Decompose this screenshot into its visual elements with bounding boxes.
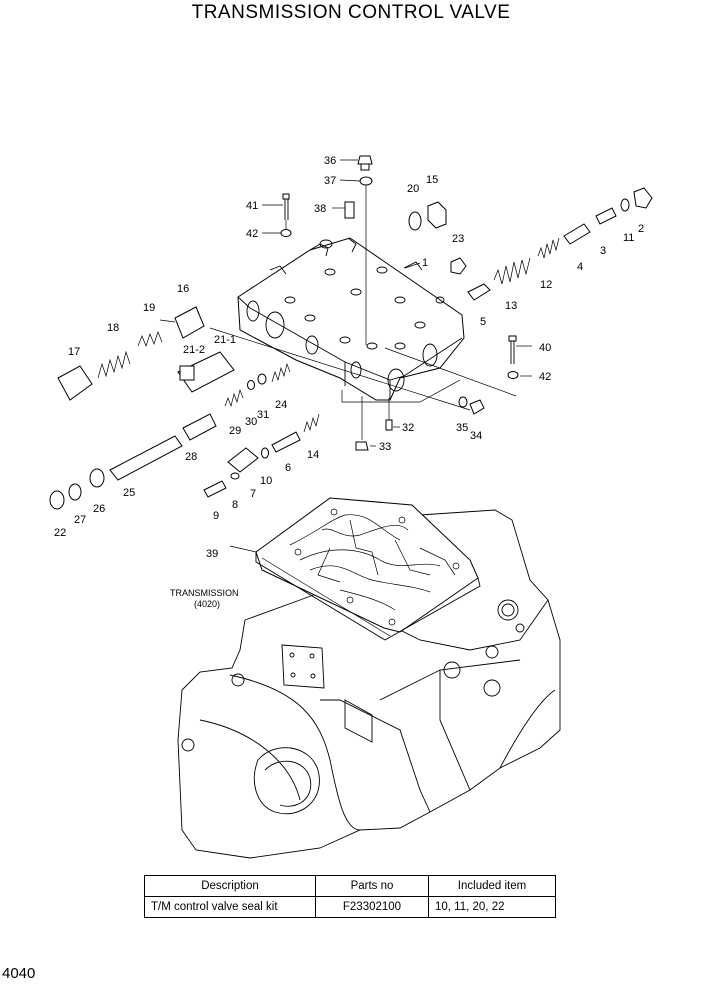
valve-parts (49, 155, 653, 510)
callout-39: 39 (206, 548, 218, 560)
callout-2: 2 (638, 223, 644, 235)
callout-18: 18 (107, 322, 119, 334)
callout-3: 3 (600, 245, 606, 257)
callout-11: 11 (623, 232, 634, 244)
callout-28: 28 (185, 451, 197, 463)
callout-25: 25 (123, 487, 135, 499)
callout-20: 20 (407, 183, 419, 195)
cell-parts-no: F23302100 (315, 896, 429, 918)
callout-31: 31 (257, 409, 269, 421)
callout-21-1: 21-1 (214, 334, 236, 346)
transmission-model: (4020) (194, 599, 220, 609)
separator-plate (255, 497, 481, 641)
page-number: 4040 (2, 965, 36, 982)
callout-6: 6 (285, 462, 291, 474)
table-header-row: Description Parts no Included item (144, 875, 556, 897)
cell-included-item: 10, 11, 20, 22 (428, 896, 556, 918)
transmission-label: TRANSMISSION (170, 588, 239, 598)
callout-33: 33 (379, 441, 391, 453)
callout-14: 14 (307, 449, 319, 461)
valve-body (237, 237, 465, 401)
callout-17: 17 (68, 346, 80, 358)
callout-4: 4 (577, 261, 583, 273)
callout-8: 8 (232, 499, 238, 511)
cell-description: T/M control valve seal kit (144, 896, 316, 918)
callout-29: 29 (229, 425, 241, 437)
col-description: Description (144, 875, 316, 897)
callout-7: 7 (250, 488, 256, 500)
callout-26: 26 (93, 503, 105, 515)
callout-21-2: 21-2 (183, 344, 205, 356)
callout-10: 10 (260, 475, 272, 487)
callout-12: 12 (540, 279, 552, 291)
callout-35: 35 (456, 422, 468, 434)
col-parts-no: Parts no (315, 875, 429, 897)
callout-23: 23 (452, 233, 464, 245)
callout-19: 19 (143, 302, 155, 314)
transmission-callout: TRANSMISSION (4020) (170, 588, 239, 609)
callout-40: 40 (539, 342, 551, 354)
callout-38: 38 (314, 203, 326, 215)
table-row: T/M control valve seal kit F23302100 10,… (144, 896, 556, 918)
callout-37: 37 (324, 175, 336, 187)
callout-15: 15 (426, 174, 438, 186)
callout-16: 16 (177, 283, 189, 295)
callout-42b: 42 (539, 371, 551, 383)
callout-42a: 42 (246, 228, 258, 240)
callout-13: 13 (505, 300, 517, 312)
callout-5: 5 (480, 316, 486, 328)
page-title: TRANSMISSION CONTROL VALVE (191, 2, 511, 23)
callout-24: 24 (275, 399, 287, 411)
callout-1: 1 (422, 257, 428, 269)
callout-41: 41 (246, 200, 258, 212)
col-included-item: Included item (428, 875, 556, 897)
callouts: 1 2 3 4 5 6 7 8 9 10 11 12 13 14 15 16 1… (54, 155, 644, 560)
callout-32: 32 (402, 422, 414, 434)
leader-lines (159, 159, 532, 553)
callout-22: 22 (54, 527, 66, 539)
parts-table: Description Parts no Included item T/M c… (144, 875, 556, 918)
callout-34: 34 (470, 430, 482, 442)
transmission-housing (177, 509, 561, 859)
callout-36: 36 (324, 155, 336, 167)
callout-30: 30 (245, 416, 257, 428)
callout-27: 27 (74, 514, 86, 526)
callout-9: 9 (213, 510, 219, 522)
